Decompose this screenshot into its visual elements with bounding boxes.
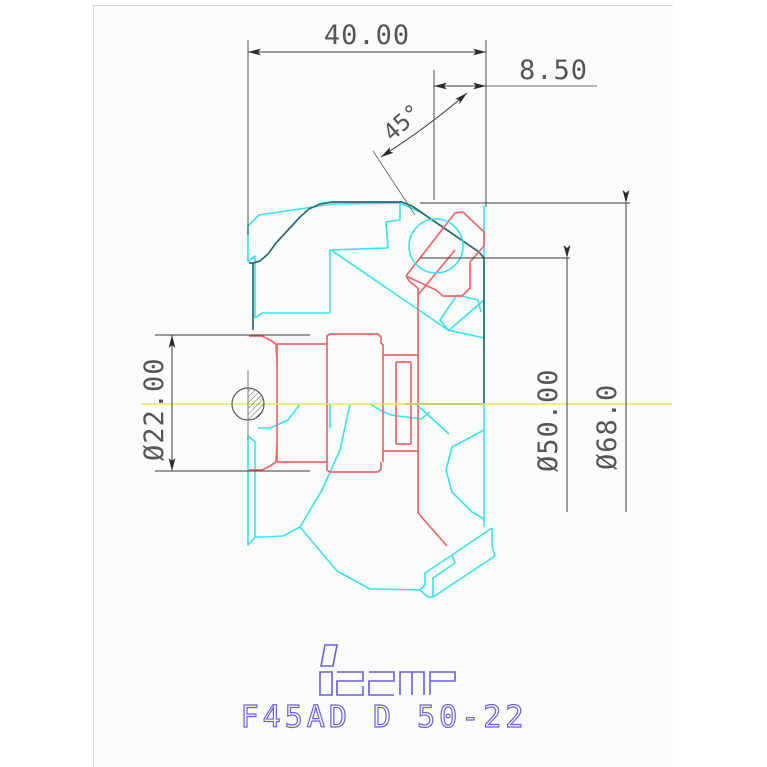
insert-seat-circle [408, 218, 464, 274]
dimension-label-max-diameter: Ø68.0 [592, 384, 623, 470]
geometry-dark-silhouette [249, 201, 485, 405]
dimension-lead-angle: 45° [372, 92, 468, 216]
angle-leg-line [372, 150, 416, 216]
dimension-label-bore-diameter: Ø22.00 [139, 357, 170, 461]
geometry-cyan-upper [247, 202, 485, 345]
dimension-label-chamfer-length: 8.50 [519, 55, 588, 86]
dimension-bore-diameter: Ø22.00 [139, 334, 310, 472]
bolt-hole-section [231, 387, 265, 421]
geometry-red-upper [249, 211, 485, 404]
geometry-cyan-lower [247, 403, 496, 598]
dimension-cutting-diameter: Ø50.00 [420, 245, 571, 512]
dimension-overall-length: 40.00 [247, 20, 487, 235]
dimension-label-overall-length: 40.00 [324, 20, 410, 51]
dimension-label-cutting-diameter: Ø50.00 [533, 368, 564, 472]
angle-arc [380, 92, 468, 158]
dimension-label-lead-angle: 45° [379, 99, 427, 146]
dimension-max-diameter: Ø68.0 [420, 190, 630, 512]
iscar-logo [319, 644, 456, 696]
dimension-chamfer-length: 8.50 [433, 55, 597, 200]
geometry-red-lower [249, 404, 448, 547]
part-number-label: F45AD D 50-22 [241, 700, 528, 735]
